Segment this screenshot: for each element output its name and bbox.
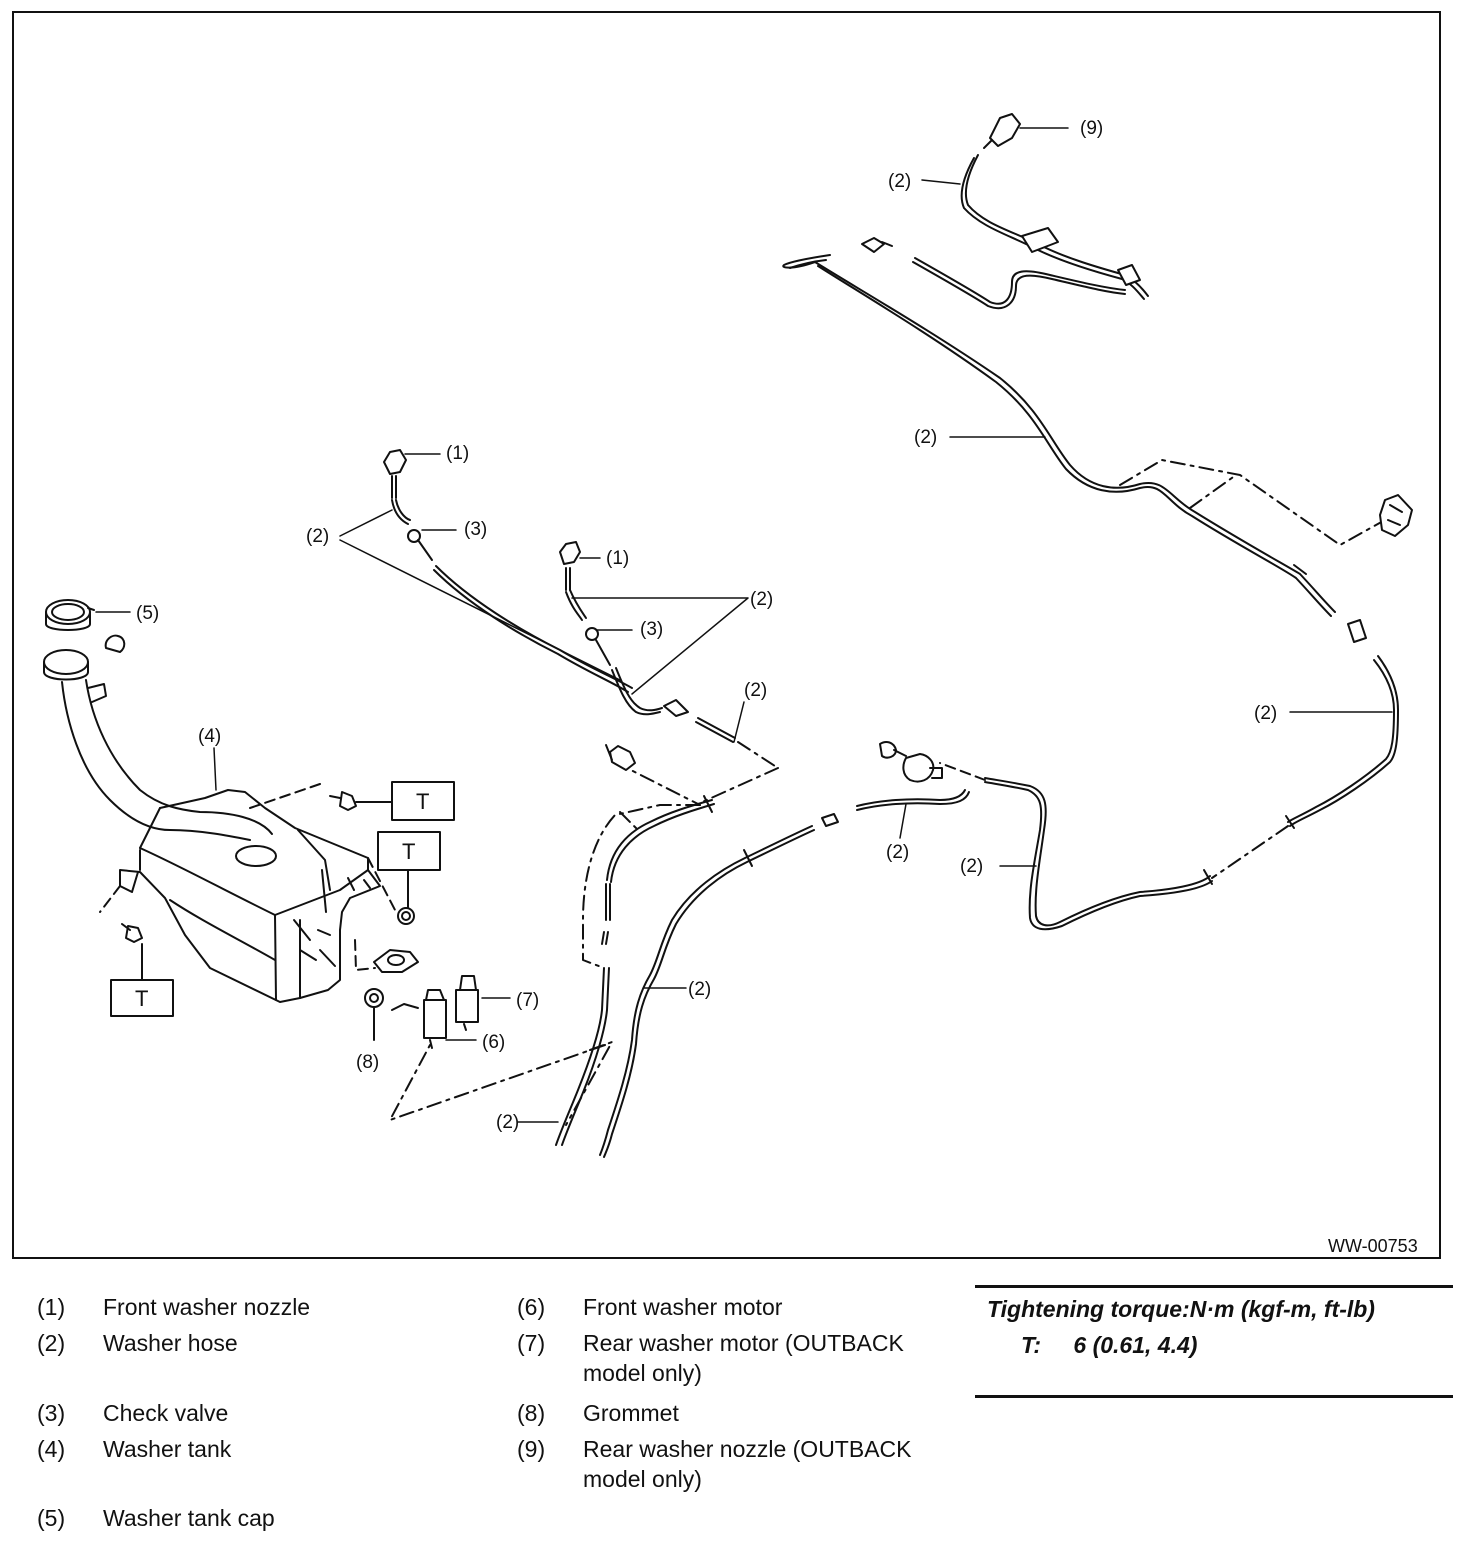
torque-marker-lower: T bbox=[135, 986, 148, 1011]
callout-1-right: (1) bbox=[606, 548, 629, 569]
legend-num: (9) bbox=[517, 1436, 546, 1462]
connector-rear-right bbox=[1347, 619, 1367, 643]
callout-2-front-left: (2) bbox=[306, 526, 329, 547]
legend-text: Check valve bbox=[103, 1400, 229, 1426]
torque-spec: Tightening torque:N·m (kgf-m, ft-lb) T: … bbox=[975, 1285, 1453, 1398]
washer-hose-rear-upper bbox=[960, 154, 1149, 300]
legend-num: (2) bbox=[37, 1330, 66, 1356]
callout-2-lower-right: (2) bbox=[960, 856, 983, 877]
torque-box-top bbox=[391, 781, 455, 821]
callout-2-rear-upper: (2) bbox=[888, 171, 911, 192]
legend-num: (1) bbox=[37, 1294, 66, 1320]
washer-system-diagram: (9) (2) (2) (2) (1) (3) (2) (1) (3) (2) … bbox=[12, 11, 1441, 1259]
legend-text: Front washer nozzle bbox=[103, 1294, 311, 1320]
hose-clip bbox=[605, 744, 636, 771]
callout-3-right: (3) bbox=[640, 619, 663, 640]
front-washer-nozzle-left bbox=[383, 449, 411, 525]
roof-clip bbox=[1379, 494, 1413, 537]
callout-1-left: (1) bbox=[446, 443, 469, 464]
legend-num: (4) bbox=[37, 1436, 66, 1462]
callout-4: (4) bbox=[198, 726, 221, 747]
legend-num: (3) bbox=[37, 1400, 66, 1426]
torque-box-side bbox=[377, 831, 441, 871]
motor-bracket bbox=[373, 949, 419, 973]
leader-dashed-check-rear bbox=[939, 762, 986, 781]
legend-right: (6) Front washer motor (7) Rear washer m… bbox=[517, 1288, 957, 1538]
washer-hose-rear-right bbox=[1285, 655, 1399, 829]
connector-mid bbox=[821, 813, 839, 827]
leader-dashed-rear bbox=[1211, 825, 1289, 879]
washer-hose-mid bbox=[856, 789, 970, 811]
front-washer-nozzle-right bbox=[559, 541, 587, 621]
washer-tank-cap bbox=[45, 599, 95, 631]
callout-6: (6) bbox=[482, 1032, 505, 1053]
leader-dashed-front bbox=[389, 741, 779, 1126]
legend-left: (1) Front washer nozzle (2) Washer hose … bbox=[37, 1288, 477, 1538]
legend-text: Rear washer motor (OUTBACK model only) bbox=[583, 1330, 904, 1386]
legend-text: Grommet bbox=[583, 1400, 679, 1426]
washer-tank-body bbox=[119, 789, 381, 1003]
rear-check-valve bbox=[879, 741, 943, 783]
washer-hose-front-left bbox=[433, 565, 633, 693]
callout-9: (9) bbox=[1080, 118, 1103, 139]
front-washer-motor bbox=[391, 989, 447, 1049]
callout-2-roof: (2) bbox=[914, 427, 937, 448]
legend-text: Washer tank bbox=[103, 1436, 232, 1462]
washer-tank-filler-neck bbox=[43, 649, 277, 867]
rear-washer-nozzle bbox=[983, 113, 1021, 149]
torque-value-row: T: 6 (0.61, 4.4) bbox=[1021, 1332, 1197, 1359]
figure-code: WW-00753 bbox=[1328, 1236, 1418, 1256]
callout-2-front-long: (2) bbox=[688, 979, 711, 1000]
legend-num: (6) bbox=[517, 1294, 546, 1320]
bolt-tank-side bbox=[397, 869, 415, 925]
callout-3-left: (3) bbox=[464, 519, 487, 540]
callout-2-front-right: (2) bbox=[750, 589, 773, 610]
callout-2-short: (2) bbox=[744, 680, 767, 701]
legend-text: Rear washer nozzle (OUTBACK model only) bbox=[583, 1436, 912, 1492]
washer-hose-roof-link bbox=[912, 257, 1126, 310]
callout-leaders bbox=[95, 127, 1393, 1123]
check-valve-left bbox=[407, 529, 433, 561]
rear-washer-motor bbox=[455, 975, 479, 1031]
torque-box-lower bbox=[110, 979, 174, 1017]
bolt-tank-lower bbox=[121, 923, 143, 981]
torque-heading: Tightening torque:N·m (kgf-m, ft-lb) bbox=[987, 1296, 1375, 1322]
callout-2-rear-right: (2) bbox=[1254, 703, 1277, 724]
callout-5: (5) bbox=[136, 603, 159, 624]
torque-marker-top: T bbox=[416, 789, 429, 814]
callout-7: (7) bbox=[516, 990, 539, 1011]
washer-hose-front-right bbox=[611, 667, 663, 716]
leader-dashed-roof bbox=[1119, 459, 1386, 546]
diagram-frame bbox=[12, 11, 1441, 1259]
legend-num: (7) bbox=[517, 1330, 546, 1356]
leader-dashed-tank bbox=[99, 783, 396, 971]
callout-2-mid: (2) bbox=[886, 842, 909, 863]
washer-hose-lower-right bbox=[984, 777, 1213, 931]
legend-text: Washer tank cap bbox=[103, 1505, 275, 1531]
washer-hose-front-long bbox=[599, 825, 815, 1158]
connector-roof bbox=[861, 237, 893, 253]
bolt-tank-top bbox=[329, 791, 393, 811]
callout-2-front-lower: (2) bbox=[496, 1112, 519, 1133]
grommet bbox=[364, 988, 384, 1041]
legend-text: Washer hose bbox=[103, 1330, 238, 1356]
washer-hose-front-lower bbox=[555, 795, 715, 1146]
legend-num: (5) bbox=[37, 1505, 66, 1531]
legend-num: (8) bbox=[517, 1400, 546, 1426]
callout-8: (8) bbox=[356, 1052, 379, 1073]
check-valve-right bbox=[585, 627, 611, 666]
washer-hose-short bbox=[663, 699, 736, 743]
torque-symbol: T: bbox=[1021, 1332, 1042, 1358]
torque-value: 6 (0.61, 4.4) bbox=[1073, 1332, 1198, 1358]
torque-marker-side: T bbox=[402, 839, 415, 864]
washer-hose-roof bbox=[782, 254, 1336, 617]
legend-text: Front washer motor bbox=[583, 1294, 783, 1320]
tank-cap-plug bbox=[104, 634, 126, 653]
